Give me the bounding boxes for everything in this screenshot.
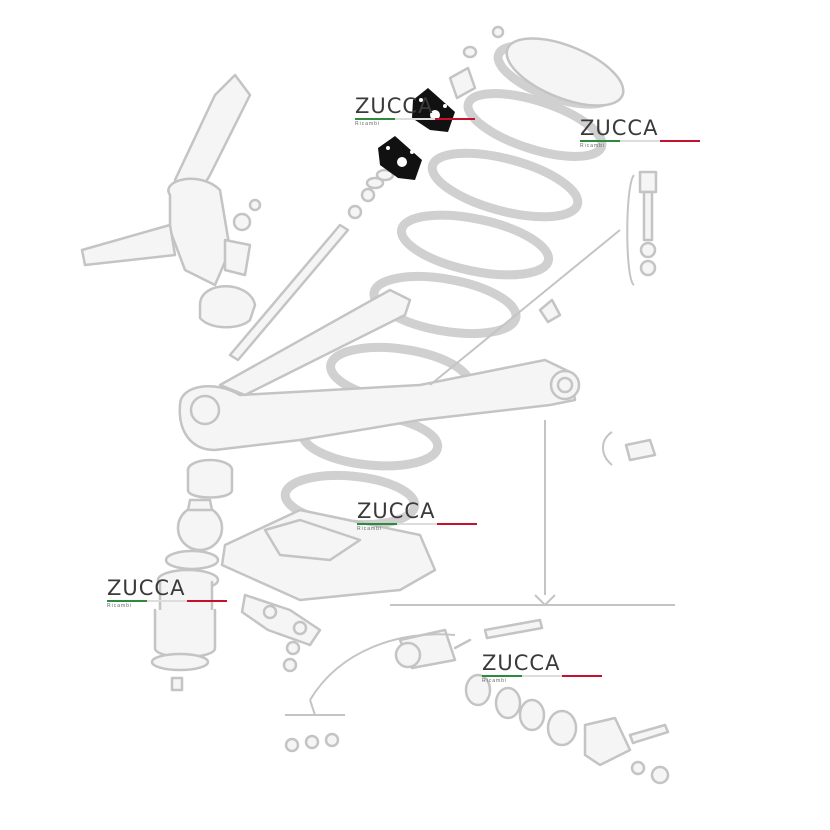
watermark-subtitle: Ricambi — [355, 121, 381, 127]
watermark-brand: ZUCCA — [107, 576, 186, 600]
lower-control-arm — [178, 288, 581, 452]
flag-stripe — [107, 600, 227, 602]
spring-seat — [448, 25, 625, 107]
watermark-logo: ZUCCA Ricambi — [482, 652, 602, 684]
flag-stripe — [355, 118, 475, 120]
mounting-bracket — [240, 593, 322, 673]
watermark-brand: ZUCCA — [357, 499, 436, 523]
shock-rod — [228, 187, 376, 362]
watermark-subtitle: Ricambi — [482, 678, 508, 684]
watermark-logo: ZUCCA Ricambi — [357, 500, 477, 532]
leader-lines — [285, 174, 675, 716]
watermark-brand: ZUCCA — [355, 94, 434, 118]
flag-stripe — [357, 523, 477, 525]
watermark-subtitle: Ricambi — [580, 143, 606, 149]
watermark-logo: ZUCCA Ricambi — [355, 95, 475, 127]
watermark-brand: ZUCCA — [580, 116, 659, 140]
bolt — [638, 170, 658, 277]
ball-joint — [150, 458, 234, 692]
watermark-logo: ZUCCA Ricambi — [107, 577, 227, 609]
spring-plate — [220, 508, 437, 602]
pivot-assembly — [394, 618, 670, 785]
dust-boot — [198, 285, 257, 329]
watermark-subtitle: Ricambi — [107, 603, 133, 609]
nut-set — [284, 732, 340, 753]
highlighted-bushing-lower — [378, 136, 422, 180]
bushing — [624, 438, 657, 462]
watermark-subtitle: Ricambi — [357, 526, 383, 532]
highlighted-bushing-upper — [412, 88, 455, 132]
watermark-brand: ZUCCA — [482, 651, 561, 675]
steering-knuckle — [80, 73, 262, 287]
flag-stripe — [580, 140, 700, 142]
watermark-logo: ZUCCA Ricambi — [580, 117, 700, 149]
flag-stripe — [482, 675, 602, 677]
